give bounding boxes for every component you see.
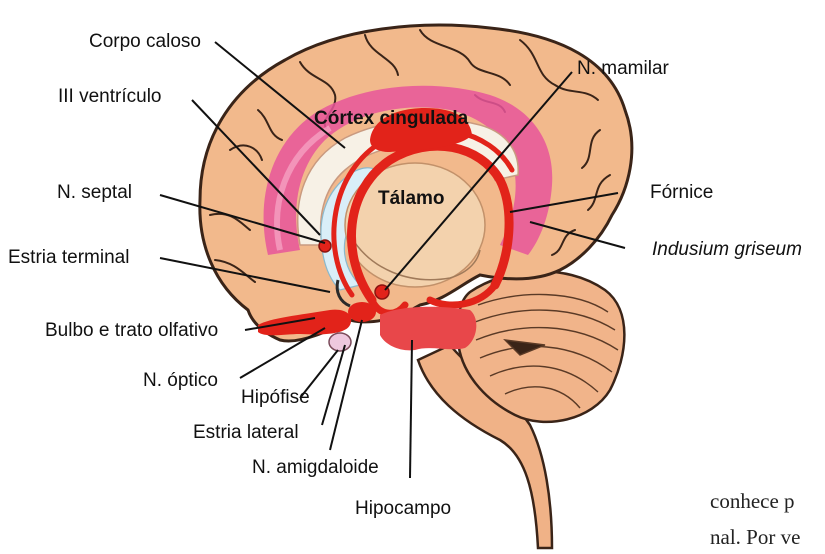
book-text-line-1: conhece p (710, 488, 795, 514)
label-n-septal: N. septal (57, 182, 132, 204)
hipofise-shape (329, 333, 351, 351)
label-estria-terminal: Estria terminal (8, 247, 129, 269)
label-n-amigdaloide: N. amigdaloide (252, 457, 379, 479)
label-cortex-cingulada: Córtex cingulada (314, 108, 468, 130)
label-hipofise: Hipófise (241, 387, 310, 409)
label-indusium-griseum: Indusium griseum (652, 239, 802, 261)
label-n-mamilar: N. mamilar (577, 58, 669, 80)
label-iii-ventriculo: III ventrículo (58, 86, 162, 108)
hipocampo-shape (380, 307, 476, 351)
label-corpo-caloso: Corpo caloso (89, 31, 201, 53)
label-talamo: Tálamo (378, 188, 445, 210)
label-n-optico: N. óptico (143, 370, 218, 392)
label-estria-lateral: Estria lateral (193, 422, 299, 444)
label-fornice: Fórnice (650, 182, 713, 204)
n-amigdaloide-shape (348, 302, 376, 322)
book-text-line-2: nal. Por ve (710, 524, 800, 550)
label-hipocampo: Hipocampo (355, 498, 451, 520)
label-bulbo-trato-olfativo: Bulbo e trato olfativo (45, 320, 218, 342)
